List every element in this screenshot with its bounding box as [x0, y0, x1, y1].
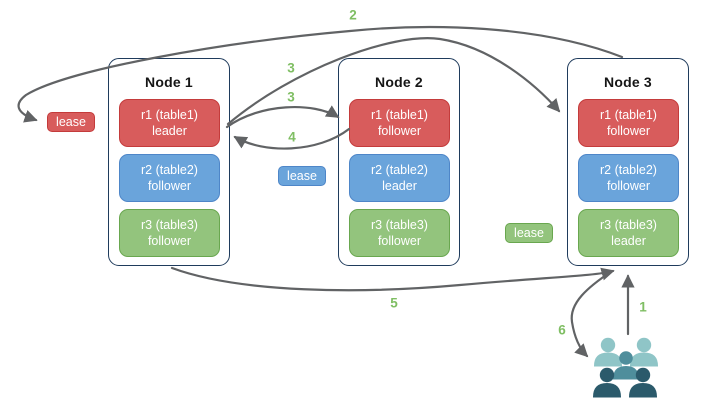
- replica-name: r2 (table2): [371, 162, 428, 177]
- lease-tag-green: lease: [505, 223, 553, 243]
- replica-role: follower: [377, 124, 422, 138]
- replica-role: follower: [147, 234, 192, 248]
- node-3: Node 3 r1 (table1) follower r2 (table2) …: [567, 58, 689, 266]
- replica-role: leader: [382, 179, 417, 193]
- node-2: Node 2 r1 (table1) follower r2 (table2) …: [338, 58, 460, 266]
- replica-role: follower: [377, 234, 422, 248]
- node2-replica-r1: r1 (table1) follower: [349, 99, 450, 147]
- replica-role: follower: [606, 179, 651, 193]
- node-1-title: Node 1: [145, 74, 193, 90]
- replica-name: r3 (table3): [371, 217, 428, 232]
- arrow-step-3-to-node2: [225, 105, 340, 129]
- lease-tag-red: lease: [47, 112, 95, 132]
- node1-replica-r2: r2 (table2) follower: [119, 154, 220, 202]
- lease-tag-blue: lease: [278, 166, 326, 186]
- step-label-2: 2: [349, 7, 357, 23]
- node-1: Node 1 r1 (table1) leader r2 (table2) fo…: [108, 58, 230, 266]
- node1-replica-r1: r1 (table1) leader: [119, 99, 220, 147]
- step-label-5: 5: [390, 295, 398, 311]
- replica-name: r3 (table3): [600, 217, 657, 232]
- node1-replica-r3: r3 (table3) follower: [119, 209, 220, 257]
- replica-role: follower: [606, 124, 651, 138]
- node-3-title: Node 3: [604, 74, 652, 90]
- step-label-1: 1: [639, 299, 647, 315]
- node-2-title: Node 2: [375, 74, 423, 90]
- users-middle-person: [613, 351, 639, 380]
- node2-replica-r3: r3 (table3) follower: [349, 209, 450, 257]
- node3-replica-r3: r3 (table3) leader: [578, 209, 679, 257]
- step-label-3b: 3: [287, 89, 295, 105]
- replica-name: r1 (table1): [600, 107, 657, 122]
- replica-name: r1 (table1): [141, 107, 198, 122]
- users-front-row: [593, 367, 657, 398]
- node2-replica-r2: r2 (table2) leader: [349, 154, 450, 202]
- arrow-step-5: [170, 266, 615, 292]
- step-label-4: 4: [288, 129, 296, 145]
- replica-name: r3 (table3): [141, 217, 198, 232]
- replica-name: r2 (table2): [600, 162, 657, 177]
- node3-replica-r1: r1 (table1) follower: [578, 99, 679, 147]
- replica-role: follower: [147, 179, 192, 193]
- users-group-icon: [593, 337, 658, 398]
- replica-name: r2 (table2): [141, 162, 198, 177]
- replica-name: r1 (table1): [371, 107, 428, 122]
- replica-role: leader: [611, 234, 646, 248]
- step-label-3a: 3: [287, 60, 295, 76]
- replica-role: leader: [152, 124, 187, 138]
- step-label-6: 6: [558, 322, 566, 338]
- node3-replica-r2: r2 (table2) follower: [578, 154, 679, 202]
